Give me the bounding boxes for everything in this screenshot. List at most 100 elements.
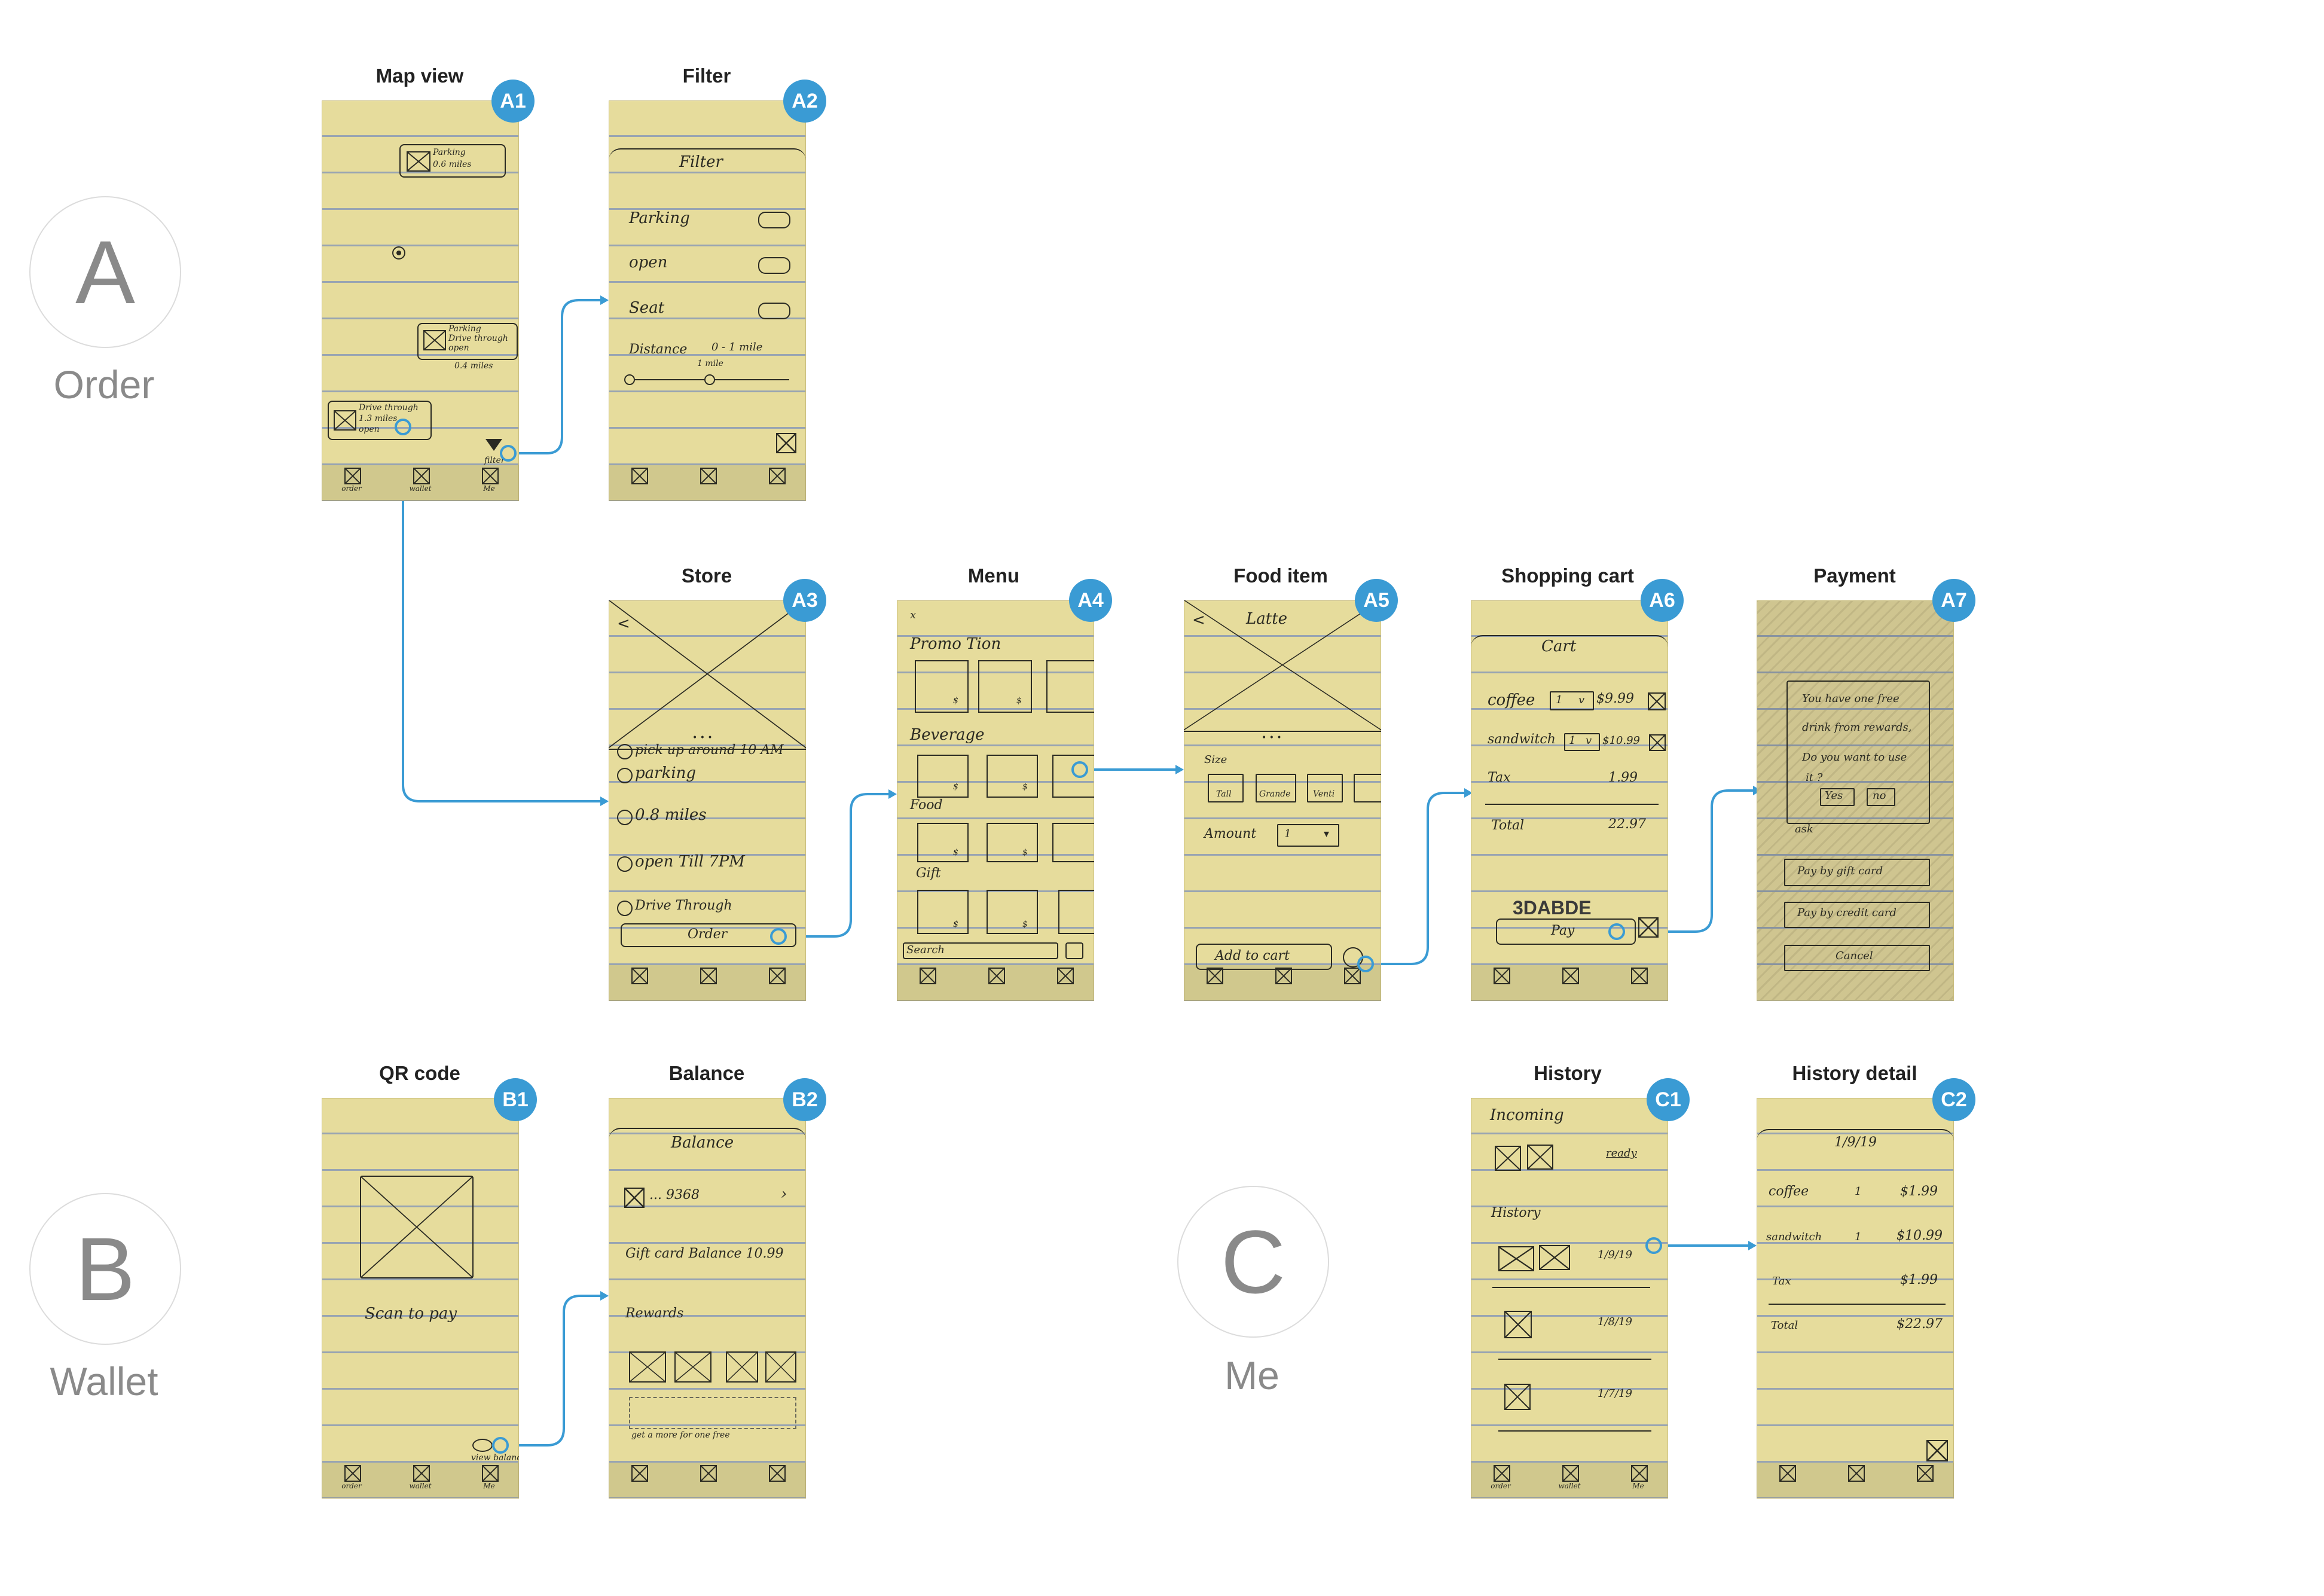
tab-order[interactable]: [621, 1464, 656, 1494]
parking-toggle[interactable]: [758, 212, 790, 228]
filter-row-label: Parking: [629, 209, 690, 227]
tab-order[interactable]: order: [1483, 1464, 1519, 1494]
close-icon[interactable]: [776, 433, 796, 453]
tab-order[interactable]: order: [334, 1464, 369, 1494]
yes-label: Yes: [1825, 789, 1843, 802]
bottom-tab-bar: [897, 965, 1094, 1001]
menu-item-card[interactable]: $: [917, 890, 969, 934]
tab-me[interactable]: Me: [1620, 1464, 1656, 1494]
tab-me[interactable]: [1620, 966, 1656, 996]
menu-item-card[interactable]: [1052, 823, 1094, 862]
tab-me[interactable]: [1333, 966, 1369, 996]
back-arrow-icon[interactable]: <: [1192, 611, 1205, 629]
menu-item-card[interactable]: $: [917, 755, 969, 798]
view-balance-icon[interactable]: [472, 1439, 493, 1452]
size-option-grande[interactable]: Grande: [1256, 774, 1296, 802]
tab-order[interactable]: [909, 966, 945, 996]
menu-item-card[interactable]: [1046, 660, 1094, 713]
tab-me[interactable]: [758, 1464, 794, 1494]
yes-button[interactable]: Yes: [1820, 788, 1855, 806]
screen-c2-history-detail: 1/9/19 coffee 1 $1.99 sandwitch 1 $10.99…: [1757, 1098, 1954, 1499]
tab-wallet[interactable]: [689, 966, 725, 996]
filter-icon[interactable]: [485, 439, 502, 451]
tab-wallet[interactable]: [978, 966, 1013, 996]
me-tab-icon: [1344, 968, 1361, 984]
menu-item-card[interactable]: $: [987, 890, 1038, 934]
pay-button[interactable]: Pay: [1496, 918, 1636, 945]
tab-me[interactable]: [1046, 966, 1082, 996]
tab-order[interactable]: [1196, 966, 1232, 996]
size-option-more[interactable]: [1354, 774, 1381, 802]
hotspot-a1-filter[interactable]: [500, 445, 517, 462]
seat-toggle[interactable]: [758, 303, 790, 319]
close-icon[interactable]: [1638, 917, 1659, 938]
tab-order[interactable]: [621, 466, 656, 496]
pay-by-gift-card-button[interactable]: Pay by gift card: [1784, 859, 1930, 886]
amount-stepper[interactable]: 1 ▾: [1277, 824, 1339, 847]
slider-handle-max[interactable]: [704, 374, 715, 385]
menu-item-card[interactable]: $: [978, 660, 1032, 713]
menu-item-card[interactable]: $: [915, 660, 969, 713]
hotspot-a1-store[interactable]: [395, 419, 411, 435]
close-icon[interactable]: [1926, 1440, 1948, 1461]
map-pin-card[interactable]: Drive through 1.3 miles open: [328, 401, 432, 440]
tab-wallet[interactable]: wallet: [402, 1464, 438, 1494]
hotspot-c1-detail[interactable]: [1645, 1237, 1662, 1254]
hotspot-a6-pay[interactable]: [1608, 923, 1625, 940]
row-divider: [1492, 1287, 1650, 1288]
wallet-tab-icon: [413, 468, 430, 484]
tab-me[interactable]: Me: [471, 1464, 507, 1494]
menu-item-card[interactable]: $: [987, 755, 1038, 798]
menu-item-card[interactable]: [1052, 755, 1094, 798]
pin-text: 1.3 miles: [359, 414, 398, 423]
tab-wallet[interactable]: wallet: [402, 466, 438, 496]
close-icon[interactable]: x: [910, 609, 917, 621]
menu-item-card[interactable]: $: [987, 823, 1038, 862]
map-pin-card[interactable]: Parking Drive through open: [417, 323, 518, 360]
map-pin-card[interactable]: Parking 0.6 miles: [399, 144, 506, 178]
remove-item-icon[interactable]: [1648, 692, 1666, 710]
tab-wallet[interactable]: wallet: [1552, 1464, 1587, 1494]
back-arrow-icon[interactable]: <: [617, 615, 630, 633]
bottom-tab-bar: [1757, 1463, 1954, 1499]
tab-wallet[interactable]: [1552, 966, 1587, 996]
menu-item-card[interactable]: $: [917, 823, 969, 862]
hotspot-b1-balance[interactable]: [492, 1437, 509, 1454]
pay-by-credit-card-button[interactable]: Pay by credit card: [1784, 902, 1930, 928]
cart-line-price: $10.99: [1602, 734, 1640, 747]
size-option-venti[interactable]: Venti: [1307, 774, 1343, 802]
tab-order[interactable]: [621, 966, 656, 996]
menu-item-card[interactable]: [1058, 890, 1094, 934]
no-button[interactable]: no: [1867, 788, 1895, 806]
open-toggle[interactable]: [758, 257, 790, 274]
search-input[interactable]: Search: [903, 942, 1058, 959]
hotspot-a5-cart[interactable]: [1357, 956, 1374, 972]
tab-me[interactable]: [758, 466, 794, 496]
screen-a1-map-view: Parking 0.6 miles Parking Drive through …: [322, 100, 519, 501]
tab-order[interactable]: [1483, 966, 1519, 996]
size-option-tall[interactable]: Tall: [1208, 774, 1244, 802]
image-pager-dots: • • •: [1262, 733, 1282, 743]
add-to-cart-button[interactable]: Add to cart: [1196, 944, 1332, 970]
slider-handle-min[interactable]: [624, 374, 635, 385]
tab-me[interactable]: [1906, 1464, 1942, 1494]
hotspot-a3-order[interactable]: [770, 928, 787, 945]
tab-me[interactable]: [758, 966, 794, 996]
tab-wallet[interactable]: [689, 1464, 725, 1494]
tab-me[interactable]: Me: [471, 466, 507, 496]
tab-wallet[interactable]: [1837, 1464, 1873, 1494]
tab-order[interactable]: [1769, 1464, 1804, 1494]
order-button[interactable]: Order: [621, 923, 796, 947]
hotspot-a4-item[interactable]: [1071, 761, 1088, 778]
price-label: $: [1022, 920, 1028, 929]
cancel-button[interactable]: Cancel: [1784, 945, 1930, 971]
chevron-right-icon[interactable]: ›: [781, 1185, 787, 1203]
tab-wallet[interactable]: [1265, 966, 1300, 996]
tab-order[interactable]: order: [334, 466, 369, 496]
card-icon: [624, 1188, 645, 1208]
cart-icon[interactable]: [1065, 942, 1083, 959]
tab-wallet[interactable]: [689, 466, 725, 496]
remove-item-icon[interactable]: [1649, 734, 1666, 751]
